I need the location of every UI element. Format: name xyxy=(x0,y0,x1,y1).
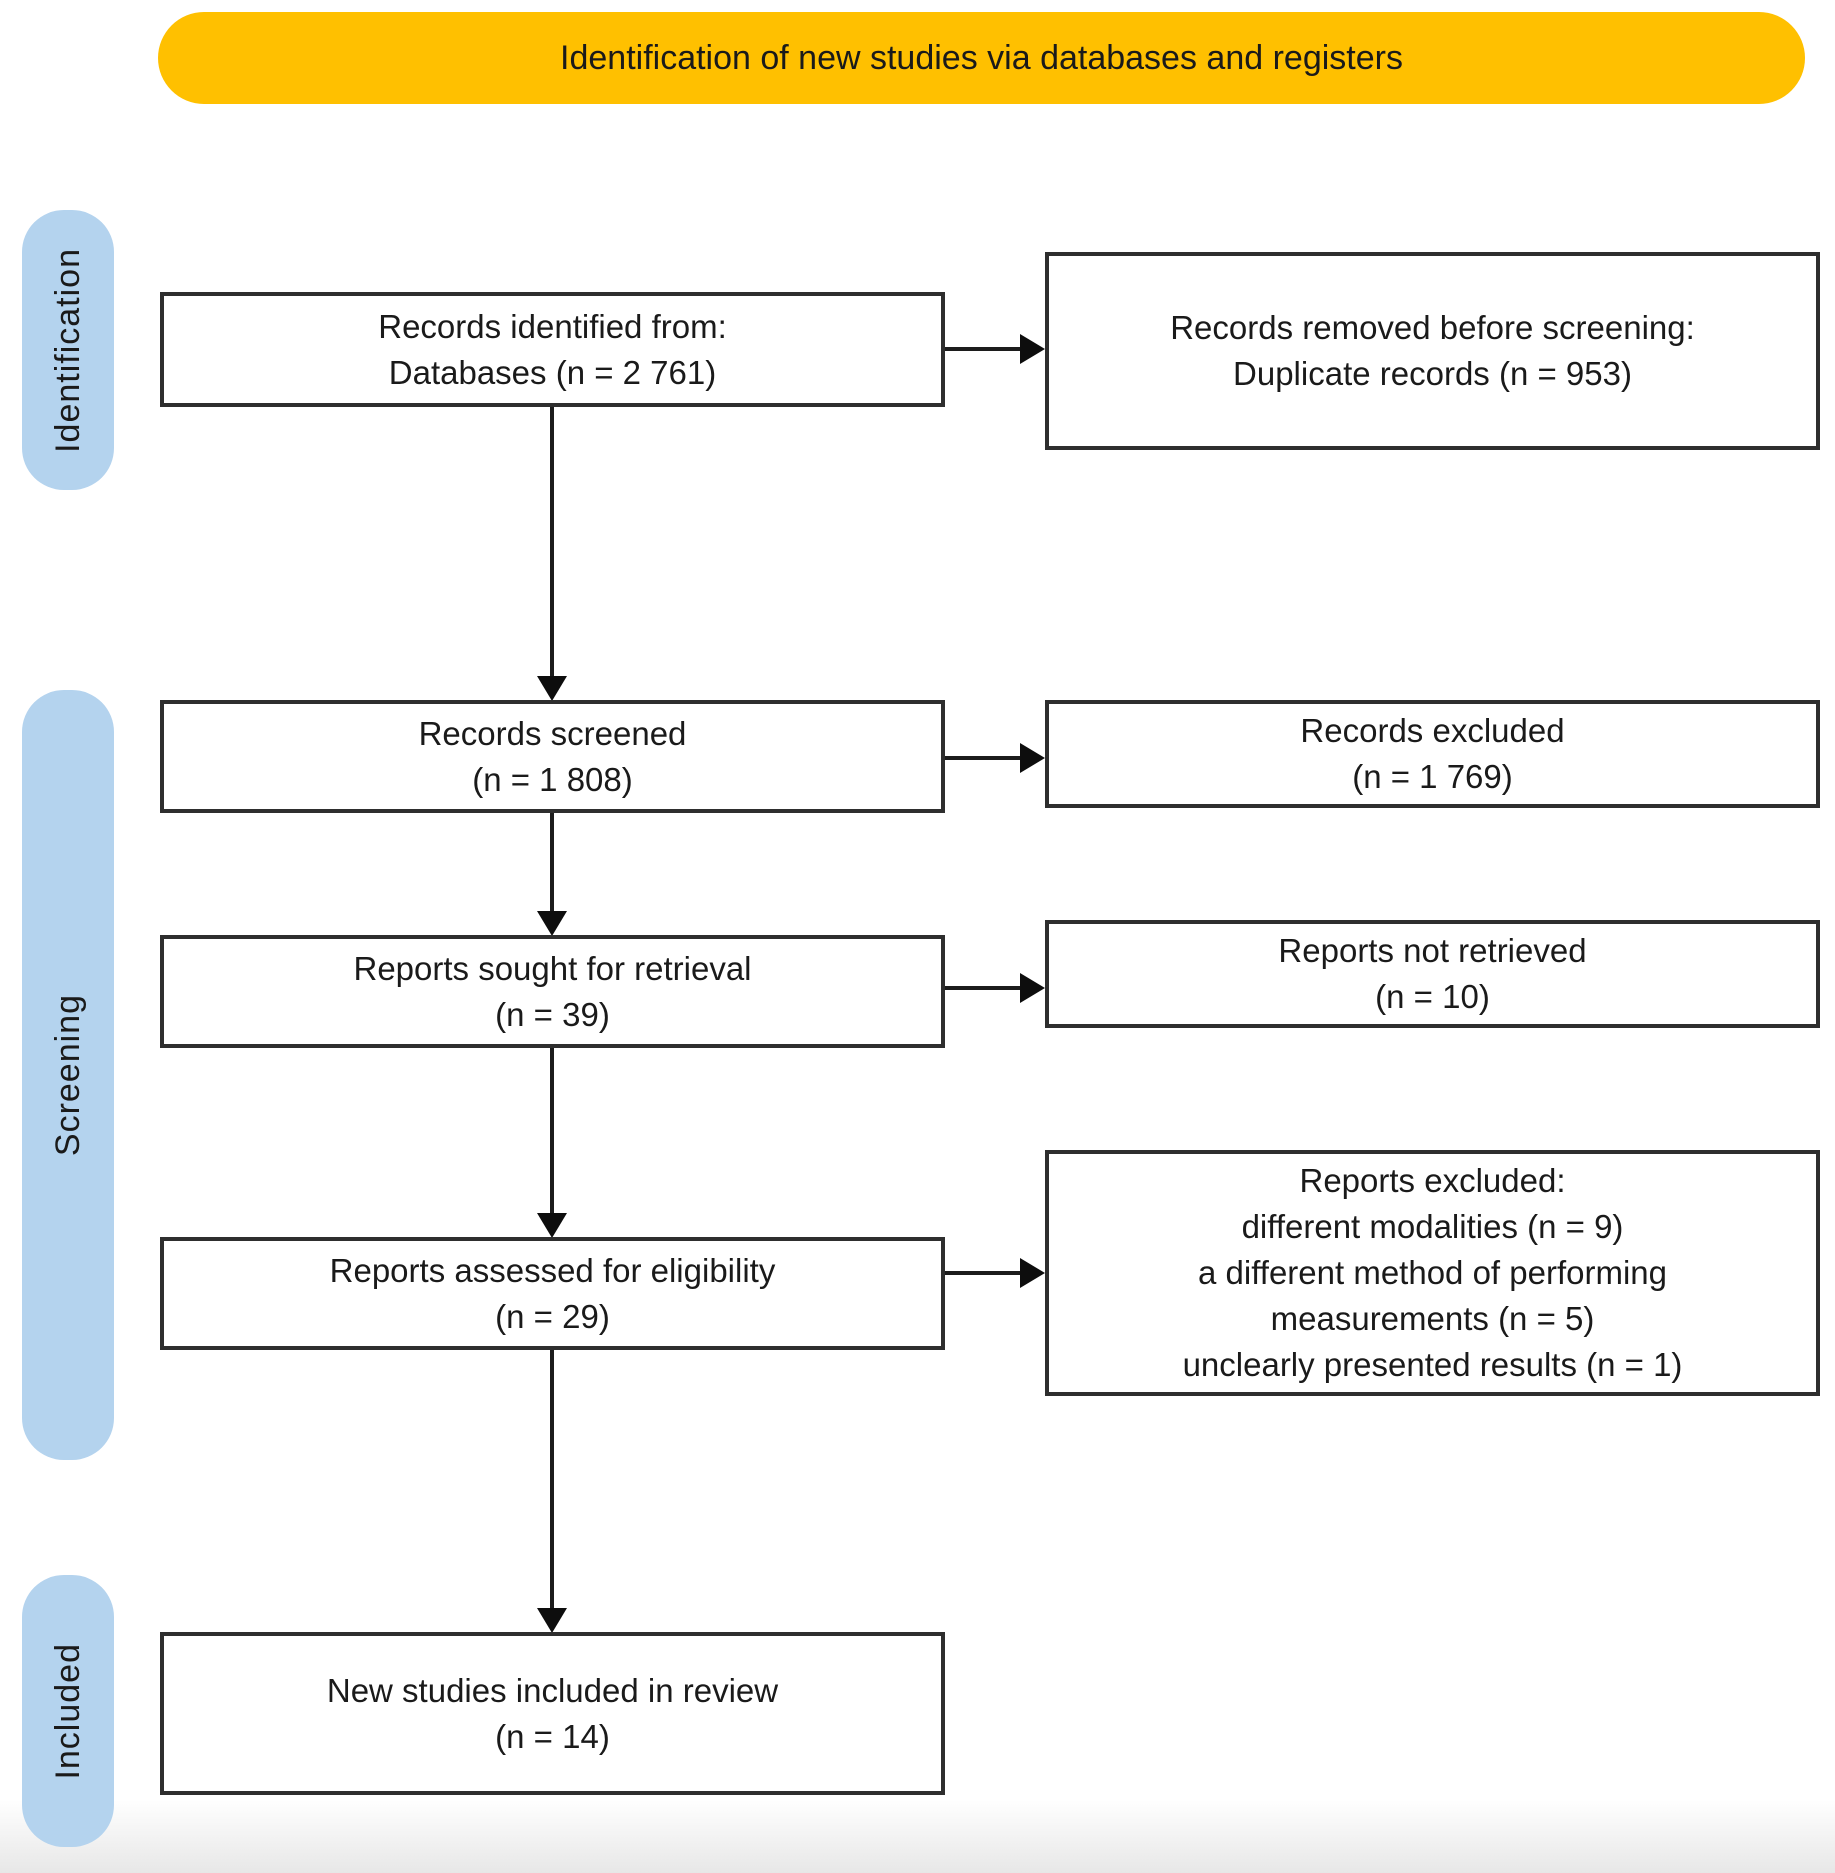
stage-pill-included: Included xyxy=(22,1575,114,1847)
box-reports-assessed-line1: Reports assessed for eligibility xyxy=(329,1251,776,1289)
stage-label-identification: Identification xyxy=(48,247,87,453)
box-reports-not-retrieved-line2: (n = 10) xyxy=(1375,978,1490,1015)
box-reports-assessed: Reports assessed for eligibility (n = 29… xyxy=(160,1237,945,1350)
box-reports-not-retrieved: Reports not retrieved (n = 10) xyxy=(1045,920,1820,1028)
stage-pill-identification: Identification xyxy=(22,210,114,490)
arrow-sought-to-notretrieved-line xyxy=(945,986,1023,990)
box-reports-excluded-line1: Reports excluded: xyxy=(1299,1161,1566,1199)
arrow-sought-to-notretrieved-head-icon xyxy=(1020,973,1045,1003)
box-reports-excluded-line2: different modalities (n = 9) xyxy=(1241,1207,1624,1245)
box-records-excluded: Records excluded (n = 1 769) xyxy=(1045,700,1820,808)
box-records-removed-line2: Duplicate records (n = 953) xyxy=(1233,355,1632,392)
box-reports-sought-line1: Reports sought for retrieval xyxy=(353,949,752,987)
stage-pill-screening: Screening xyxy=(22,690,114,1460)
arrow-assessed-to-included-line xyxy=(550,1350,554,1610)
arrow-assessed-to-included-head-icon xyxy=(537,1608,567,1633)
box-records-identified: Records identified from: Databases (n = … xyxy=(160,292,945,407)
box-records-identified-line2: Databases (n = 2 761) xyxy=(388,353,717,391)
page-bottom-shadow xyxy=(0,1800,1835,1873)
stage-label-screening: Screening xyxy=(48,993,87,1157)
box-new-studies-included-line1: New studies included in review xyxy=(326,1671,779,1709)
arrow-identified-to-removed-head-icon xyxy=(1020,334,1045,364)
box-reports-sought: Reports sought for retrieval (n = 39) xyxy=(160,935,945,1048)
box-reports-not-retrieved-line1: Reports not retrieved xyxy=(1278,932,1587,970)
arrow-assessed-to-reportsexcluded-head-icon xyxy=(1020,1258,1045,1288)
arrow-screened-to-excluded-line xyxy=(945,756,1023,760)
box-records-screened-line2: (n = 1 808) xyxy=(472,760,633,798)
box-new-studies-included-line2: (n = 14) xyxy=(495,1717,610,1755)
box-records-excluded-line2: (n = 1 769) xyxy=(1352,758,1513,795)
box-reports-excluded-line5: unclearly presented results (n = 1) xyxy=(1182,1346,1683,1384)
arrow-identified-to-screened-head-icon xyxy=(537,676,567,701)
box-records-removed: Records removed before screening: Duplic… xyxy=(1045,252,1820,450)
arrow-sought-to-assessed-head-icon xyxy=(537,1213,567,1238)
arrow-identified-to-screened-line xyxy=(550,407,554,680)
arrow-identified-to-removed-line xyxy=(945,347,1023,351)
box-new-studies-included: New studies included in review (n = 14) xyxy=(160,1632,945,1795)
box-records-removed-line1: Records removed before screening: xyxy=(1170,309,1695,347)
arrow-screened-to-sought-line xyxy=(550,813,554,913)
banner: Identification of new studies via databa… xyxy=(158,12,1805,104)
arrow-screened-to-excluded-head-icon xyxy=(1020,743,1045,773)
arrow-sought-to-assessed-line xyxy=(550,1048,554,1215)
box-reports-excluded-line4: measurements (n = 5) xyxy=(1270,1300,1595,1338)
stage-label-included: Included xyxy=(48,1642,87,1780)
box-reports-sought-line2: (n = 39) xyxy=(495,995,610,1033)
box-records-excluded-line1: Records excluded xyxy=(1300,712,1565,750)
box-records-screened: Records screened (n = 1 808) xyxy=(160,700,945,813)
box-records-screened-line1: Records screened xyxy=(418,714,687,752)
arrow-screened-to-sought-head-icon xyxy=(537,911,567,936)
box-reports-excluded: Reports excluded: different modalities (… xyxy=(1045,1150,1820,1396)
box-reports-assessed-line2: (n = 29) xyxy=(495,1297,610,1335)
arrow-assessed-to-reportsexcluded-line xyxy=(945,1271,1023,1275)
box-reports-excluded-line3: a different method of performing xyxy=(1198,1253,1667,1291)
banner-title: Identification of new studies via databa… xyxy=(560,38,1403,77)
box-records-identified-line1: Records identified from: xyxy=(378,307,727,345)
